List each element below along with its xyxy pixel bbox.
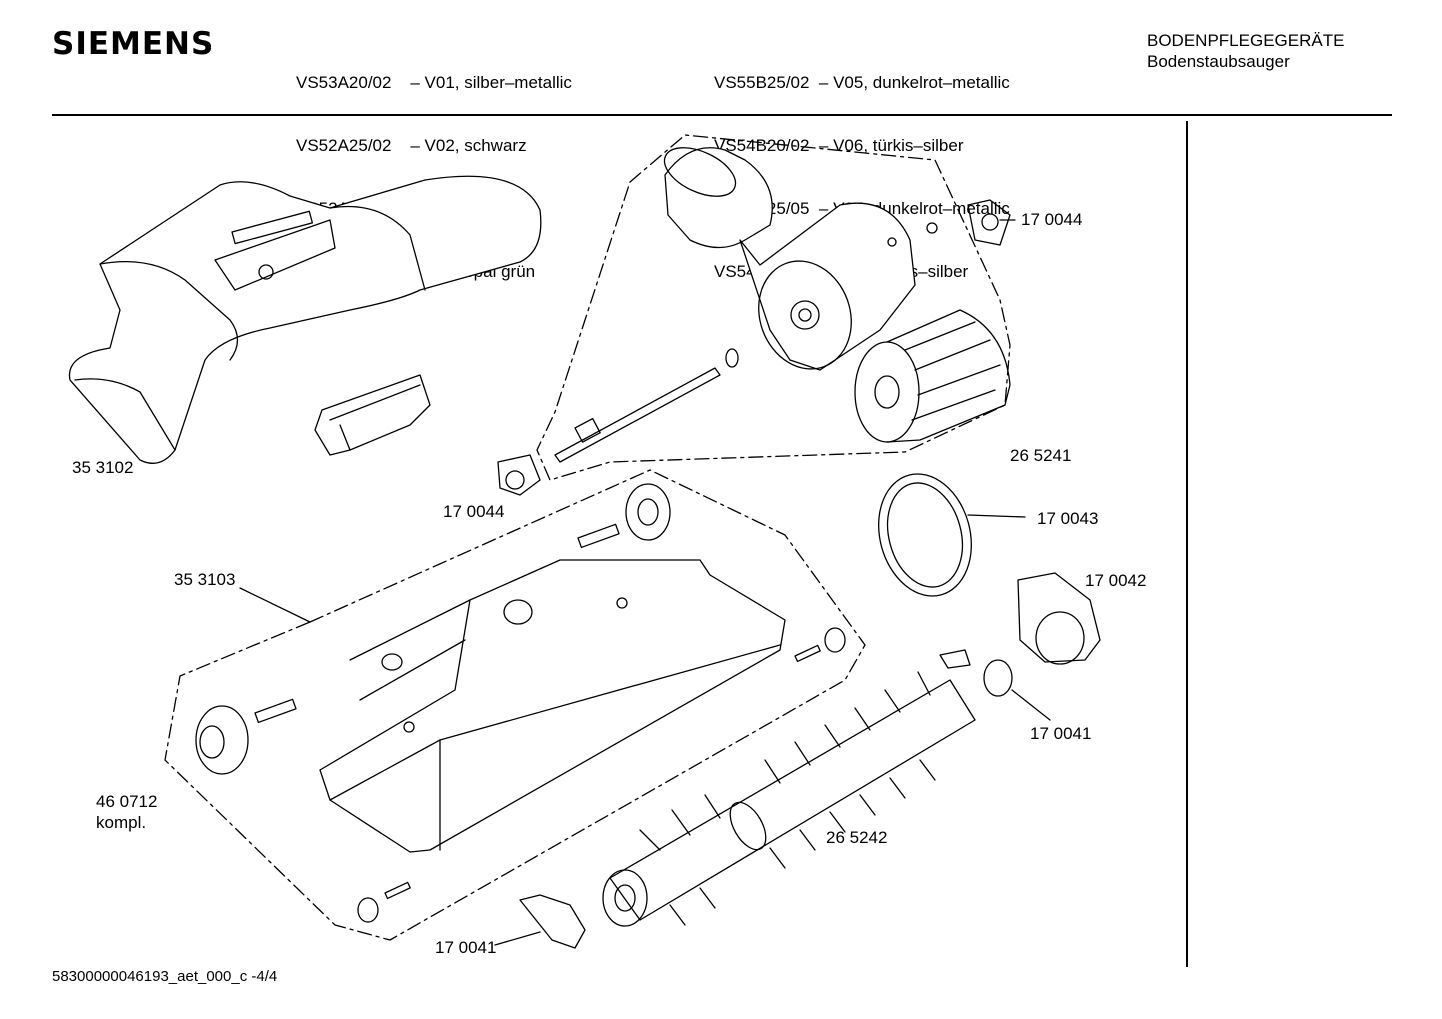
part-label: 17 0043 [1037, 509, 1099, 528]
brush-roller-part [602, 671, 976, 927]
part-label: 17 0044 [1021, 210, 1083, 229]
model-line: VS55B25/02 – V05, dunkelrot–metallic [714, 73, 1010, 92]
wheel-axle-part [254, 698, 297, 724]
group-outline-housing [164, 469, 866, 941]
part-label: 35 3102 [72, 458, 134, 477]
small-wheel-part [824, 627, 846, 653]
model-line: VS52A25/02 – V02, schwarz [296, 136, 527, 155]
small-wheel-part [357, 897, 379, 923]
part-label: 46 0712 [96, 792, 158, 811]
category-title: BODENPFLEGEGERÄTE [1147, 31, 1345, 50]
pin-part [794, 644, 821, 663]
document-id: 58300000046193_aet_000_c -4/4 [52, 968, 278, 985]
top-cover-part [68, 175, 542, 464]
model-line: VS54B20/02 – V06, türkis–silber [714, 136, 964, 155]
part-label: 17 0041 [1030, 724, 1092, 743]
bearing-part [967, 199, 1011, 246]
end-cap-part [939, 649, 1013, 697]
part-label: 17 0042 [1085, 571, 1147, 590]
turbine-wheel-part [854, 309, 1011, 443]
wheel-part [195, 705, 249, 775]
turbine-housing-part [663, 147, 938, 371]
wheel-part [625, 483, 671, 541]
base-housing-part [319, 559, 786, 853]
wheel-axle-part [577, 523, 620, 549]
category-block: BODENPFLEGEGERÄTE Bodenstaubsauger [1147, 30, 1344, 72]
end-cap-part [519, 894, 586, 949]
pin-part [384, 881, 411, 900]
part-label-note: kompl. [96, 813, 147, 832]
header-rule [52, 114, 1392, 116]
drive-belt-part [878, 473, 972, 597]
part-label: 26 5241 [1010, 446, 1072, 465]
part-label: 17 0041 [435, 938, 497, 957]
bearing-part [497, 454, 541, 496]
siemens-logo: SIEMENS [52, 26, 215, 62]
belt-cover-part [1017, 572, 1101, 665]
part-label: 35 3103 [174, 570, 236, 589]
side-rule [1186, 121, 1188, 967]
group-outline-motor [536, 134, 1011, 481]
part-label: 26 5242 [826, 828, 888, 847]
model-line: VS53A20/02 – V01, silber–metallic [296, 73, 572, 92]
part-label: 17 0044 [443, 502, 505, 521]
cover-latch-part [314, 374, 431, 456]
turbine-shaft-part [554, 348, 739, 463]
category-subtitle: Bodenstaubsauger [1147, 52, 1290, 71]
